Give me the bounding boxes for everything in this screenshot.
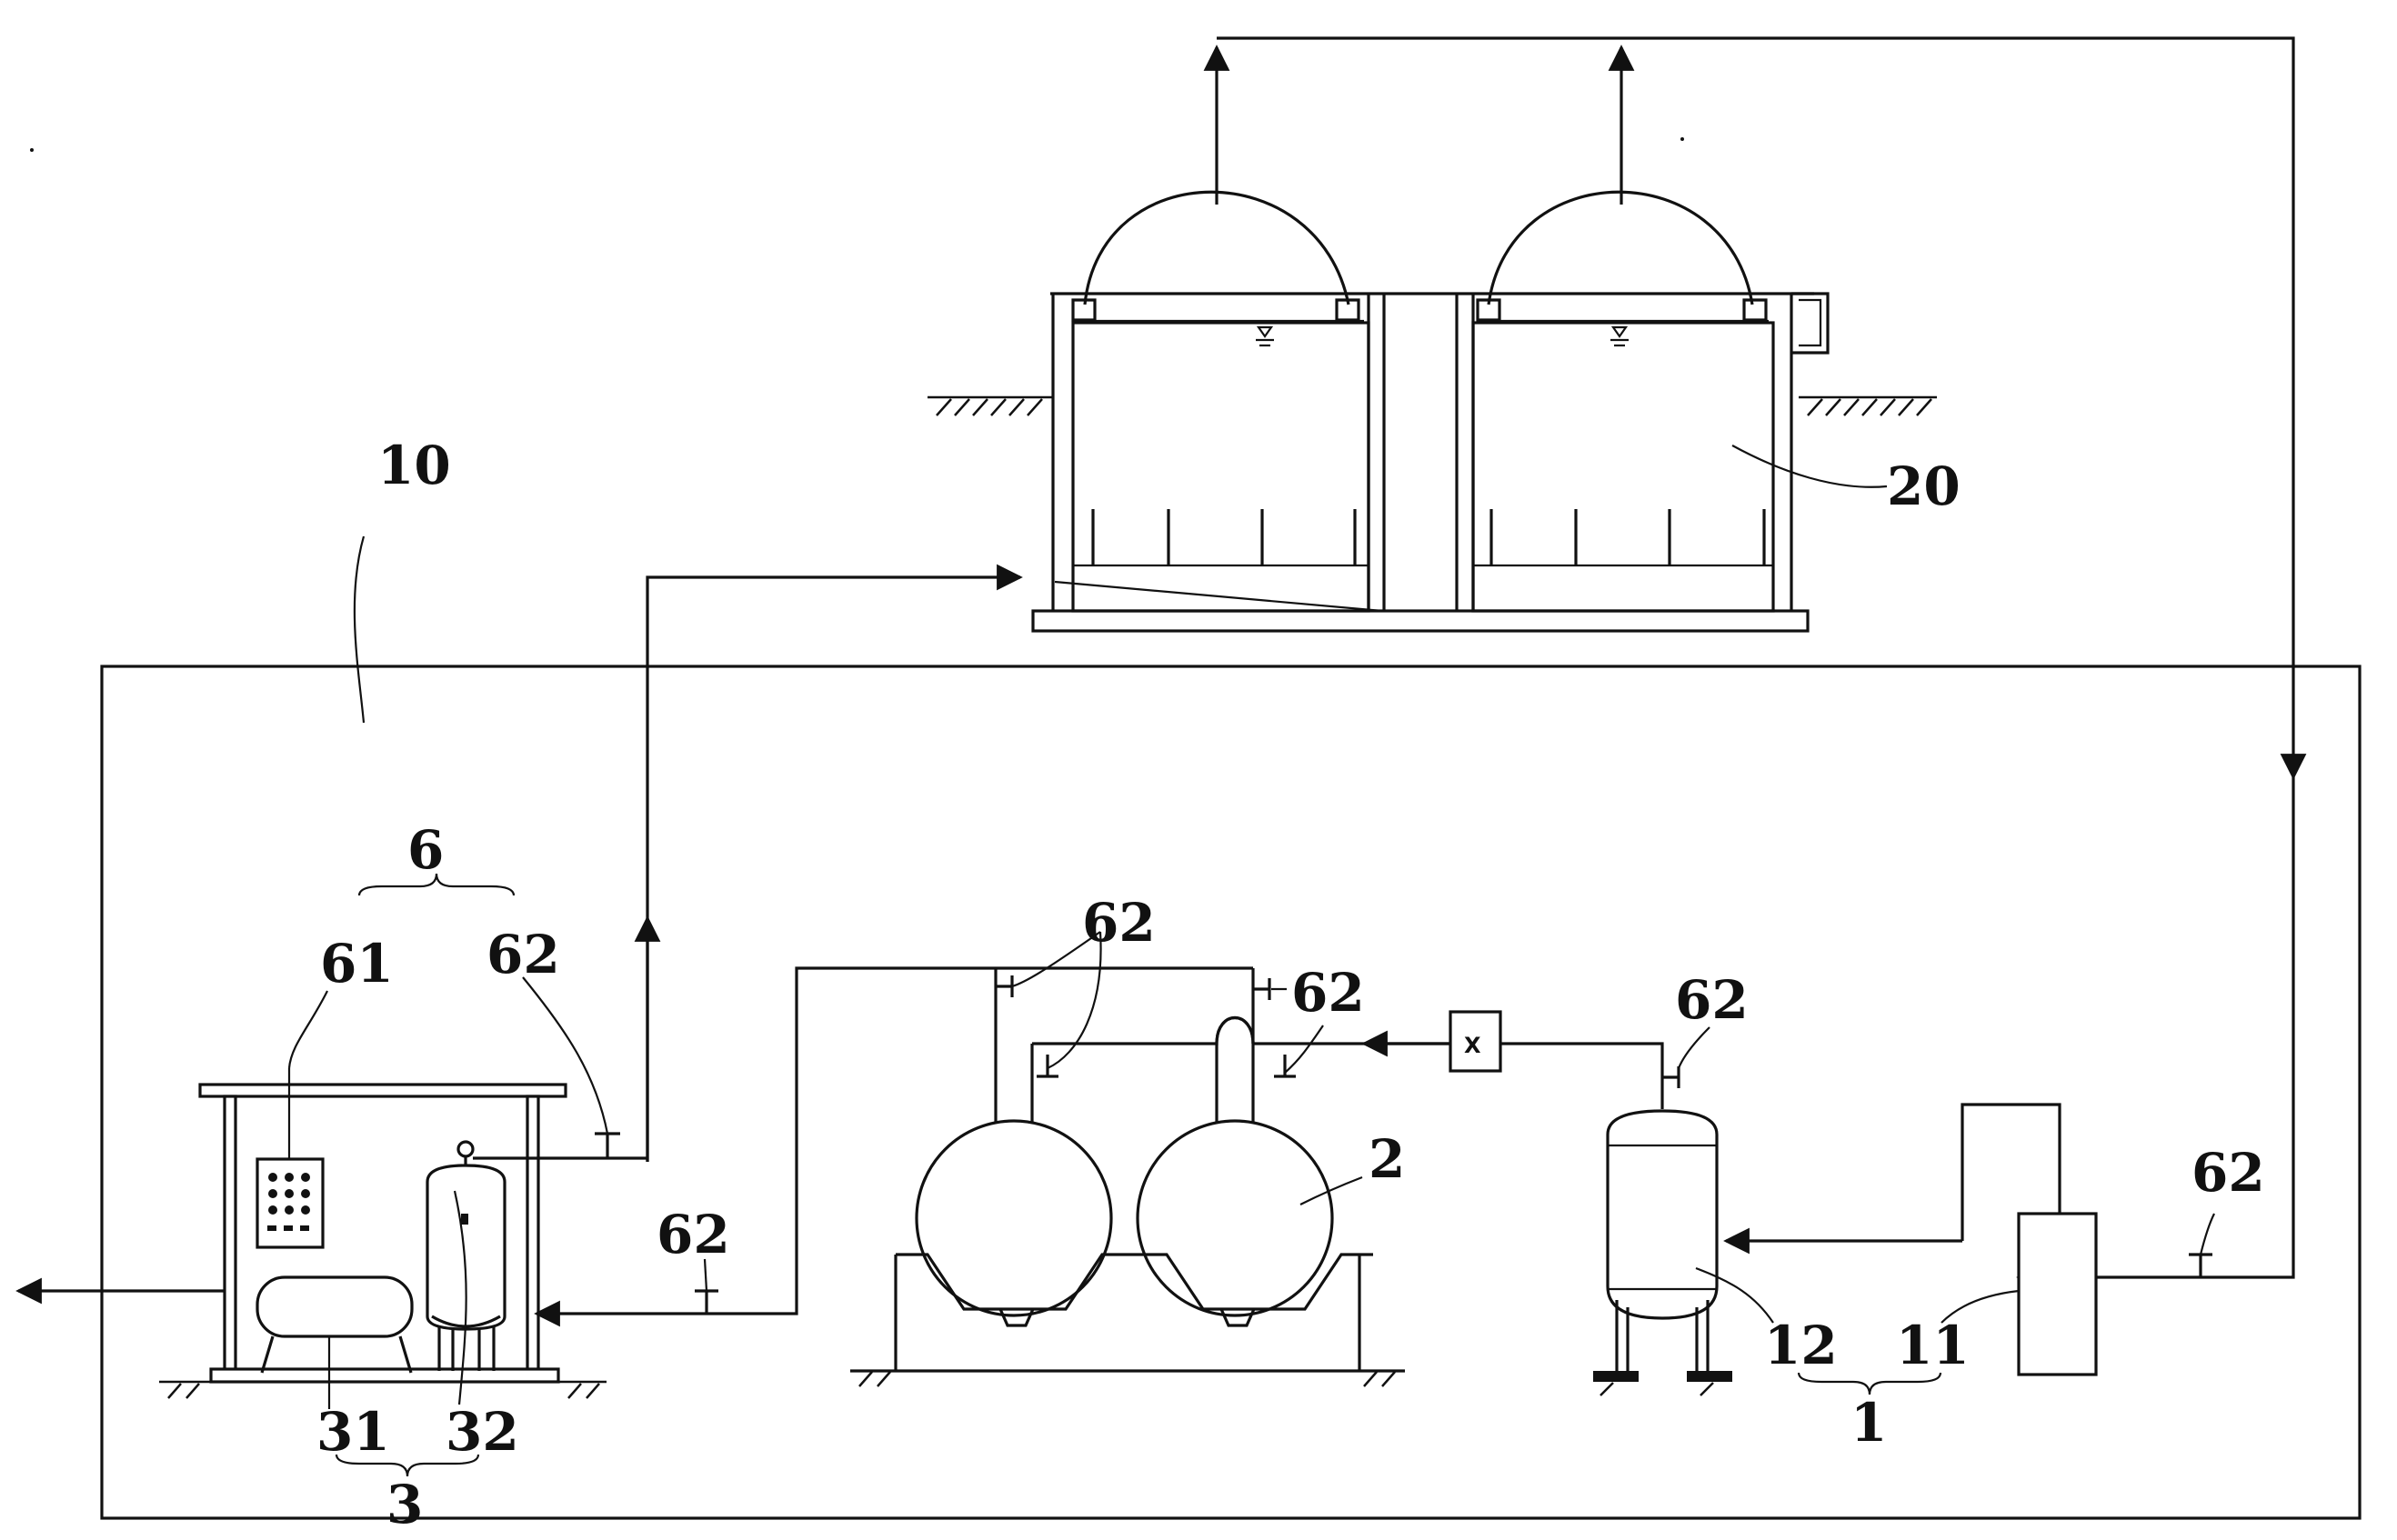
meter-x: [1449, 1010, 1502, 1073]
treatment-unit-6: 61 31 32 3 6: [159, 819, 607, 1535]
box-11: [2017, 1212, 2098, 1376]
tank-32: [426, 1164, 506, 1331]
tank-31: [256, 1275, 414, 1338]
sphere-tank-left: [915, 1119, 1113, 1317]
label-62-d: 62: [657, 1204, 730, 1265]
tank-12: [1606, 1109, 1719, 1320]
leader-10: [353, 535, 366, 724]
label-11: 11: [1896, 1315, 1970, 1376]
label-31: 31: [316, 1401, 390, 1463]
leader-61: [287, 990, 328, 1069]
label-62-b: 62: [1082, 892, 1156, 954]
ground-hatch-left: [928, 395, 1053, 416]
label-3: 3: [386, 1474, 423, 1535]
gas-dome-left: [1083, 190, 1350, 305]
leader-20: [1731, 445, 1888, 488]
label-61: 61: [320, 933, 394, 995]
label-62-c: 62: [1291, 962, 1365, 1024]
label-12: 12: [1764, 1315, 1838, 1376]
control-panel-61: [256, 1157, 325, 1249]
tank-2-group: 62 62 2: [534, 892, 1450, 1387]
ground-hatch-right: [1799, 395, 1937, 416]
meter-x-label: X: [1464, 1033, 1481, 1058]
gas-pipeline: [1203, 36, 2307, 1291]
system-boundary: [100, 665, 2362, 1520]
label-62-a: 62: [486, 924, 560, 985]
label-62-f: 62: [2191, 1142, 2265, 1204]
leader-62-a: [522, 976, 609, 1135]
digester-20: 20: [928, 190, 1961, 633]
pretreatment-group-1: 12 11 1 62: [1593, 1103, 2265, 1454]
label-1: 1: [1850, 1392, 1887, 1454]
sphere-tank-right: [1136, 1119, 1334, 1317]
label-32: 32: [446, 1401, 519, 1463]
label-10: 10: [377, 435, 451, 496]
label-6: 6: [407, 819, 444, 881]
label-2: 2: [1369, 1128, 1405, 1190]
label-62-e: 62: [1675, 969, 1749, 1031]
label-20: 20: [1887, 455, 1961, 517]
gas-dome-right: [1487, 190, 1754, 305]
